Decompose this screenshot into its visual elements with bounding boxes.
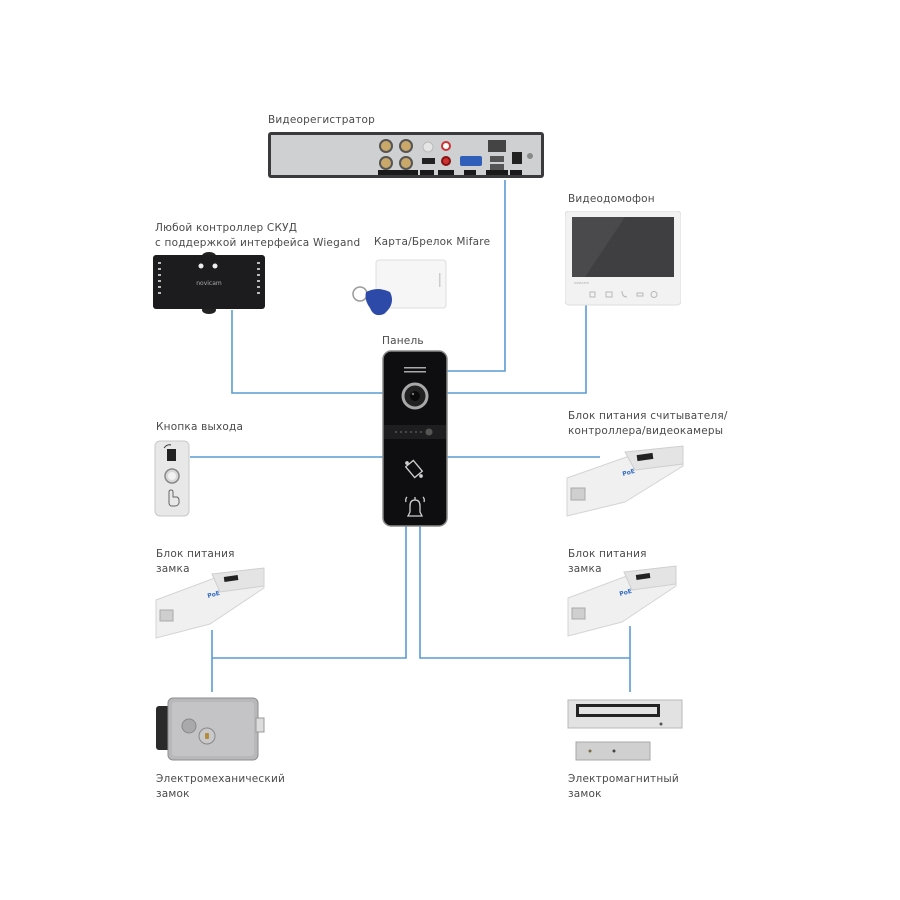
monitor-label: Видеодомофон: [568, 193, 655, 205]
monitor-device: novicam: [565, 211, 681, 306]
psu-reader-label-line1: Блок питания считывателя/: [568, 410, 728, 422]
mag-lock-label-line2: замок: [568, 788, 602, 800]
call-panel-device: [382, 350, 448, 527]
bnc-connectors: [379, 139, 413, 170]
psu-lock-left-label-line2: замка: [156, 563, 190, 575]
card-label: Карта/Брелок Mifare: [374, 236, 491, 248]
psu-lock-right-label-line2: замка: [568, 563, 602, 575]
wire-panel-left-lock: [212, 526, 407, 659]
dvr-device: [268, 132, 544, 178]
psu-reader-label-line2: контроллера/видеокамеры: [568, 425, 724, 437]
panel-label: Панель: [382, 335, 424, 347]
exit-button-device[interactable]: [154, 440, 190, 518]
wire-monitor-panel: [446, 305, 587, 394]
mag-lock-label-line1: Электромагнитный: [568, 773, 679, 785]
monitor-buttons: [589, 290, 658, 298]
psu-brand: PoE: [207, 590, 221, 600]
electromagnetic-lock-device: [567, 699, 683, 761]
controller-brand: novicam: [196, 280, 222, 287]
wire-controller-panel: [231, 310, 384, 394]
hand-pointer-icon: [168, 489, 180, 507]
controller-label-line2: с поддержкой интерфейса Wiegand: [155, 237, 361, 249]
controller-device: novicam: [153, 252, 265, 314]
wire-panel-right-lock: [419, 526, 630, 659]
psu-lock-right-label-line1: Блок питания: [568, 548, 647, 560]
electromechanical-lock-device: [156, 697, 265, 761]
psu-lock-right-device: PoE: [567, 565, 677, 637]
controller-label-line1: Любой контроллер СКУД: [155, 222, 298, 234]
psu-brand: PoE: [619, 588, 633, 598]
card-fob-device: [352, 259, 447, 316]
psu-reader-device: PoE: [566, 445, 684, 517]
em-lock-label-line2: замок: [156, 788, 190, 800]
exit-button-label: Кнопка выхода: [156, 421, 244, 433]
nfc-card-icon: [404, 459, 424, 479]
wire-dvr-panel: [446, 180, 506, 372]
em-lock-label-line1: Электромеханический: [156, 773, 285, 785]
psu-lock-left-label-line1: Блок питания: [156, 548, 235, 560]
key-fob: [365, 289, 392, 316]
dvr-label: Видеорегистратор: [268, 114, 376, 126]
monitor-brand: novicam: [574, 281, 589, 285]
psu-brand: PoE: [622, 468, 636, 478]
psu-lock-left-device: PoE: [155, 567, 265, 639]
bell-icon[interactable]: [405, 496, 425, 517]
